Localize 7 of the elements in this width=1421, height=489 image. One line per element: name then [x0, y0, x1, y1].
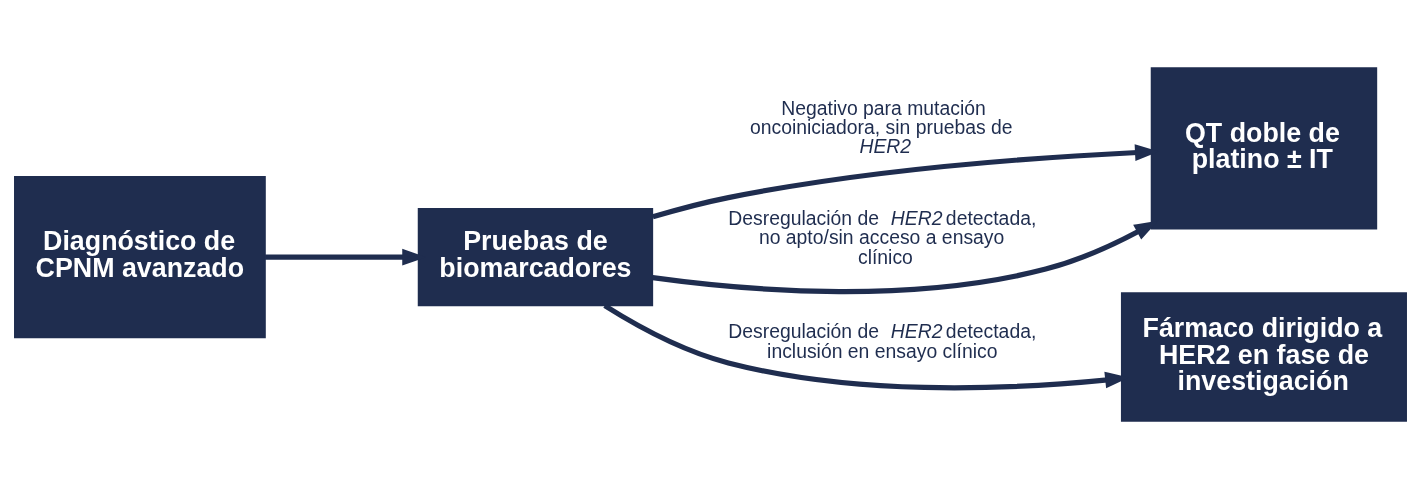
- node-box: QT doble de platino ± IT: [1150, 67, 1378, 230]
- edge-label: Desregulación de HER2 detectada, inclusión en ensayo clínico: [728, 320, 1037, 362]
- edge-label: Negativo para mutación oncoiniciadora, sin pruebas de HER2: [749, 96, 1013, 158]
- edge-label: Desregulación de HER2 detectada, no apto/sin acceso a ensayo clínico: [728, 206, 1037, 268]
- node-box: Pruebas de biomarcadores: [417, 208, 654, 307]
- node-box: Diagnóstico de CPNM avanzado: [14, 175, 266, 339]
- node-box: Fármaco dirigido a HER2 en fase de investigación: [1120, 292, 1407, 422]
